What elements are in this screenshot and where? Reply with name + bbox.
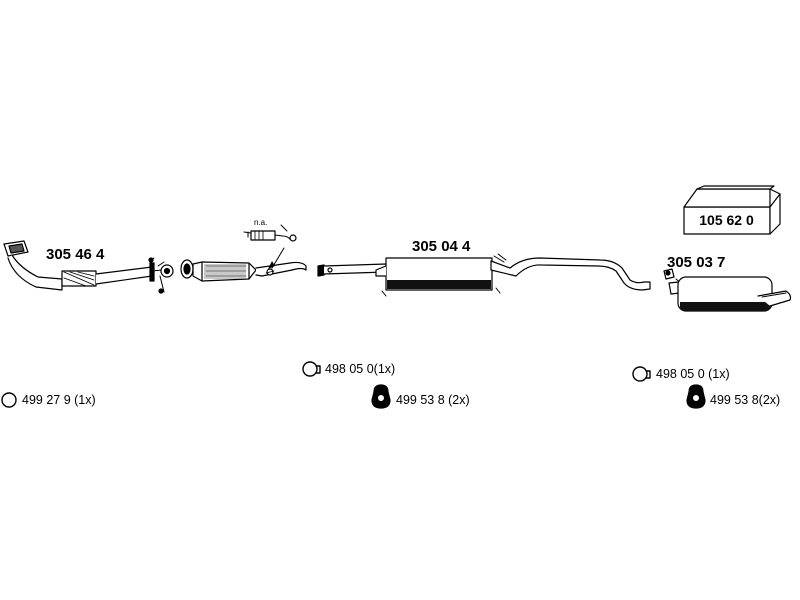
- accessory-ring-label: 499 27 9 (1x): [22, 393, 96, 407]
- part-number-middle-silencer: 305 04 4: [412, 238, 471, 255]
- accessory-clamp-middle-label: 498 05 0(1x): [325, 362, 396, 376]
- kit-box-drawing: [683, 185, 781, 235]
- part-number-kit: 105 62 0: [699, 212, 754, 228]
- part-number-rear-silencer: 305 03 7: [667, 254, 726, 271]
- middle-silencer-drawing: [317, 253, 651, 297]
- accessory-icons: [1, 361, 706, 409]
- accessory-rubber-middle-label: 499 53 8 (2x): [396, 393, 470, 407]
- accessory-clamp-rear-label: 498 05 0 (1x): [656, 367, 730, 381]
- part-number-front-pipe: 305 46 4: [46, 246, 105, 263]
- front-pipe-drawing: [3, 240, 174, 294]
- sensor-note: n.a.: [254, 218, 268, 227]
- catalytic-converter-drawing: [180, 224, 307, 282]
- rear-silencer-drawing: [663, 268, 792, 312]
- accessory-rubber-rear-label: 499 53 8(2x): [710, 393, 781, 407]
